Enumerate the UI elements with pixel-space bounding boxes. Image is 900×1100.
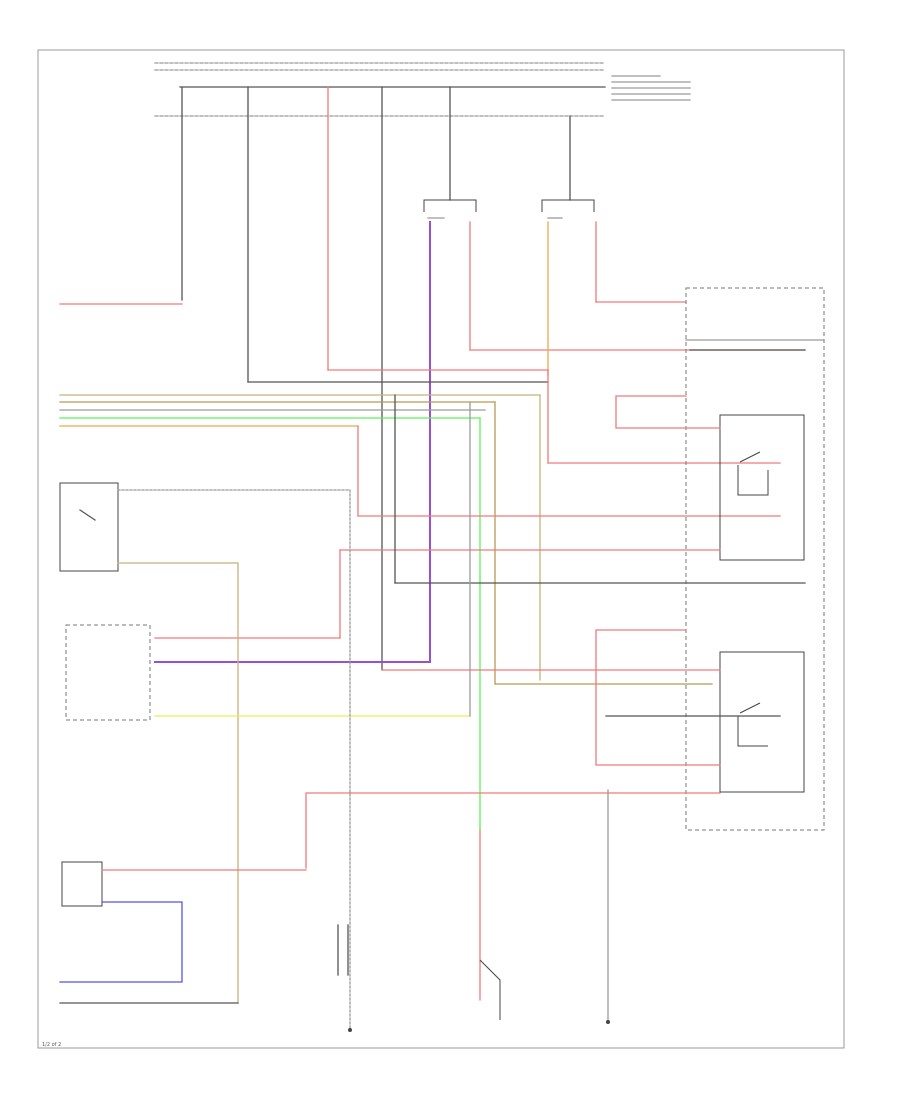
ground-point-right xyxy=(606,1020,610,1024)
harness xyxy=(59,394,781,831)
dimmer-switch xyxy=(59,482,119,572)
diagram-border xyxy=(37,49,845,1049)
right-headlight-connector xyxy=(541,199,595,219)
fuse-box-label xyxy=(611,75,691,101)
combination-switch xyxy=(65,624,151,721)
ground-point-center xyxy=(348,1028,352,1032)
parking-brake-switch xyxy=(479,959,501,1020)
right-relay-block xyxy=(685,287,825,831)
bus-drops xyxy=(181,86,571,671)
corner-label: 1/2 of 2 xyxy=(42,1042,61,1048)
dimmer-relay xyxy=(719,651,805,793)
left-headlight-connector xyxy=(423,199,477,219)
drl-module xyxy=(61,861,103,907)
headlight-relay xyxy=(719,414,805,561)
top-bus xyxy=(154,62,606,117)
